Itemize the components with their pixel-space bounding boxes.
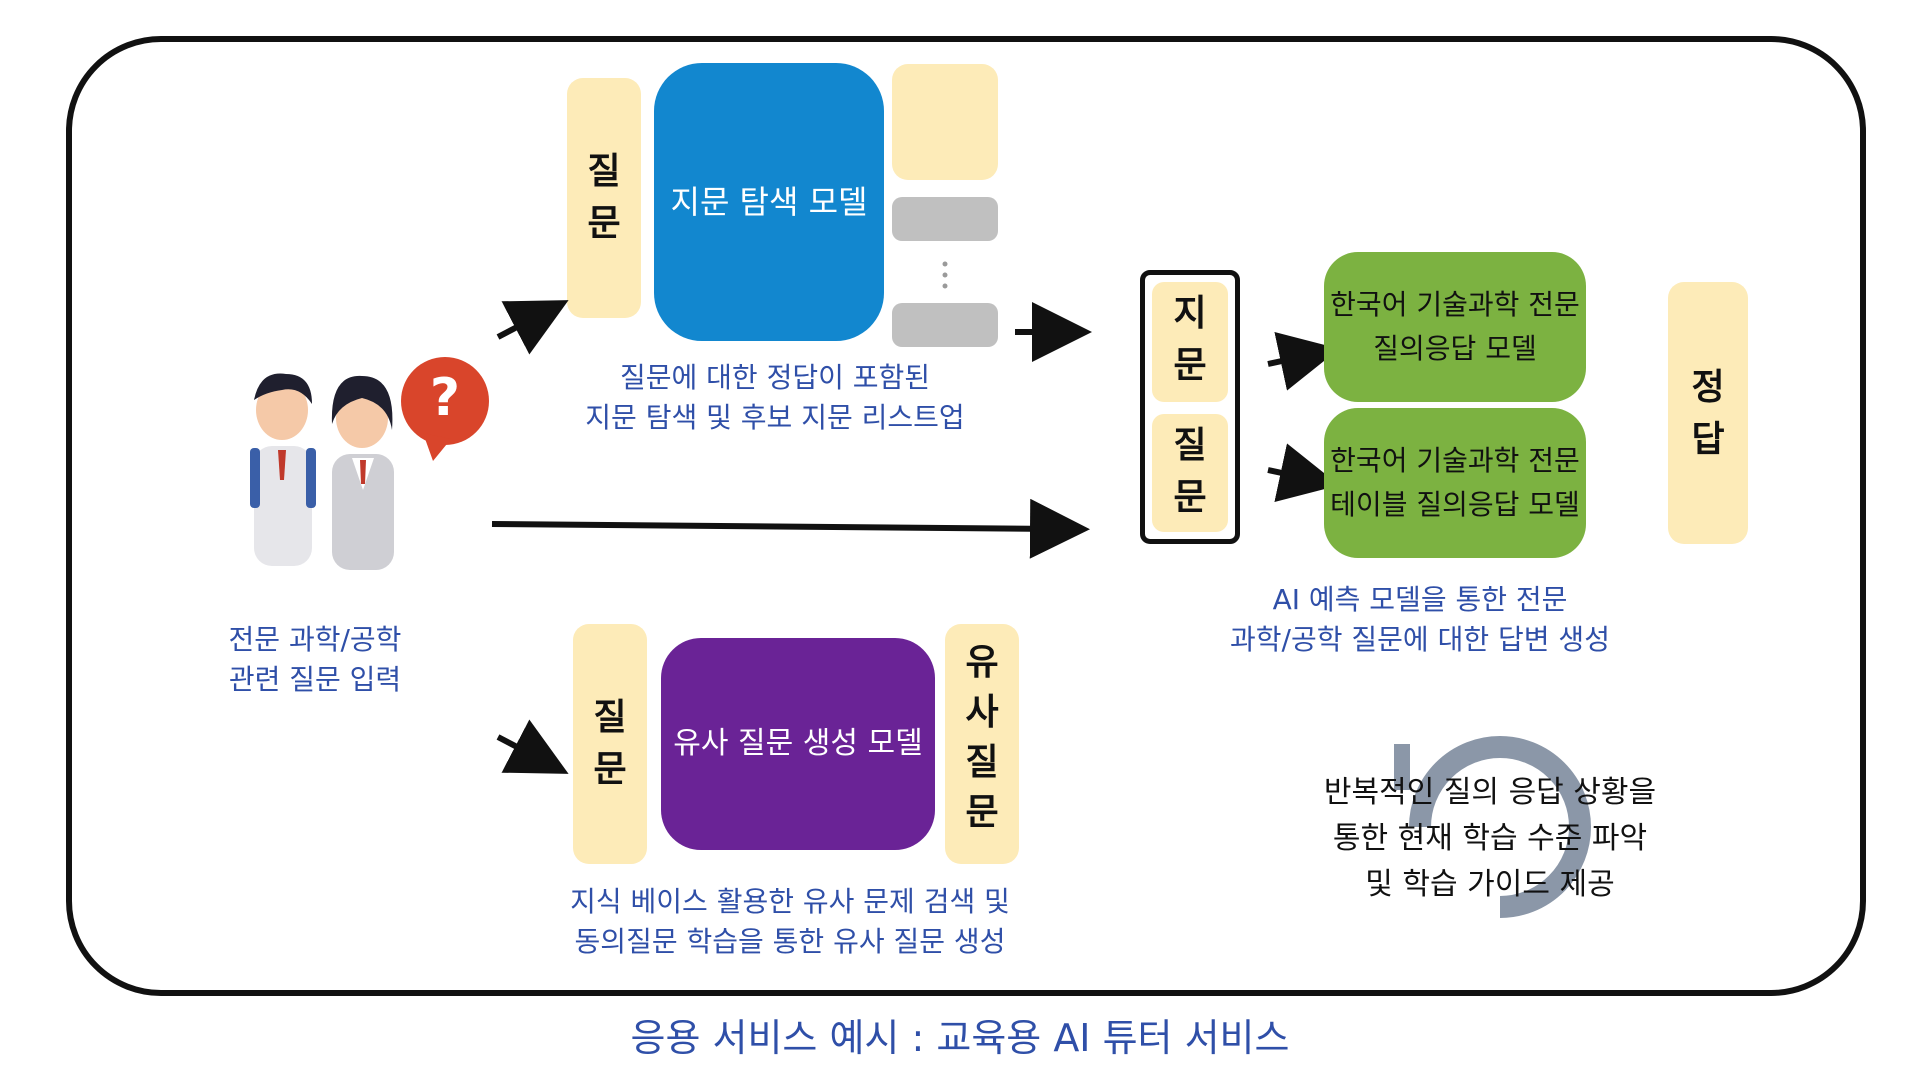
top-question-box: 질 문 bbox=[567, 78, 641, 318]
arrow-to-table-qa-model bbox=[1267, 443, 1340, 503]
similar-question-label: 유 사 질 문 bbox=[965, 642, 999, 833]
passage-box: 지 문 bbox=[1152, 282, 1228, 402]
table-qa-model-box: 한국어 기술과학 전문 테이블 질의응답 모델 bbox=[1324, 408, 1586, 558]
answer-label: 정 답 bbox=[1691, 367, 1725, 460]
bottom-question-box: 질 문 bbox=[573, 624, 647, 864]
arrow-to-bottom-row bbox=[496, 719, 569, 774]
students-illustration bbox=[220, 360, 440, 580]
passage-search-model-label: 지문 탐색 모델 bbox=[670, 183, 868, 221]
middle-question-box: 질 문 bbox=[1152, 414, 1228, 532]
bottom-question-label: 질 문 bbox=[593, 697, 627, 790]
middle-question-label: 질 문 bbox=[1173, 425, 1207, 518]
table-qa-model-label: 한국어 기술과학 전문 테이블 질의응답 모델 bbox=[1330, 444, 1580, 521]
arrow-to-qa-model bbox=[1267, 331, 1340, 391]
qa-model-label: 한국어 기술과학 전문 질의응답 모델 bbox=[1330, 288, 1580, 365]
arrow-long-middle bbox=[491, 498, 1090, 559]
footer-title: 응용 서비스 예시 : 교육용 AI 튜터 서비스 bbox=[630, 1016, 1290, 1060]
candidate-passage-item-1 bbox=[892, 197, 998, 241]
students-image bbox=[250, 373, 394, 570]
passage-search-model-box: 지문 탐색 모델 bbox=[654, 63, 884, 341]
bottom-caption: 지식 베이스 활용한 유사 문제 검색 및 동의질문 학습을 통한 유사 질문 … bbox=[570, 885, 1010, 958]
refresh-cycle-icon bbox=[1394, 736, 1591, 918]
outer-rounded-frame bbox=[66, 36, 1866, 996]
student-caption: 전문 과학/공학 관련 질문 입력 bbox=[228, 623, 402, 696]
candidate-passage-top bbox=[892, 64, 998, 180]
passage-label: 지 문 bbox=[1173, 293, 1207, 386]
question-mark-symbol: ? bbox=[429, 368, 461, 428]
top-caption: 질문에 대한 정답이 포함된 지문 탐색 및 후보 지문 리스트업 bbox=[585, 361, 965, 434]
cycle-graphic bbox=[1380, 722, 1620, 932]
qa-model-box: 한국어 기술과학 전문 질의응답 모델 bbox=[1324, 252, 1586, 402]
similar-question-box: 유 사 질 문 bbox=[945, 624, 1019, 864]
middle-caption: AI 예측 모델을 통한 전문 과학/공학 질문에 대한 답변 생성 bbox=[1230, 583, 1610, 656]
answer-box: 정 답 bbox=[1668, 282, 1748, 544]
arrow-to-top-row bbox=[496, 300, 569, 355]
learning-guide-caption: 반복적인 질의 응답 상황을 통한 현재 학습 수준 파악 및 학습 가이드 제… bbox=[1323, 775, 1657, 902]
question-speech-bubble: ? bbox=[395, 355, 495, 465]
candidate-passage-item-n bbox=[892, 303, 998, 347]
top-question-label: 질 문 bbox=[587, 151, 621, 244]
ellipsis-dots bbox=[937, 258, 953, 298]
question-bubble-icon bbox=[401, 357, 489, 461]
vertical-ellipsis-icon bbox=[942, 261, 948, 289]
similar-question-model-label: 유사 질문 생성 모델 bbox=[673, 726, 923, 761]
similar-question-model-box: 유사 질문 생성 모델 bbox=[661, 638, 935, 850]
